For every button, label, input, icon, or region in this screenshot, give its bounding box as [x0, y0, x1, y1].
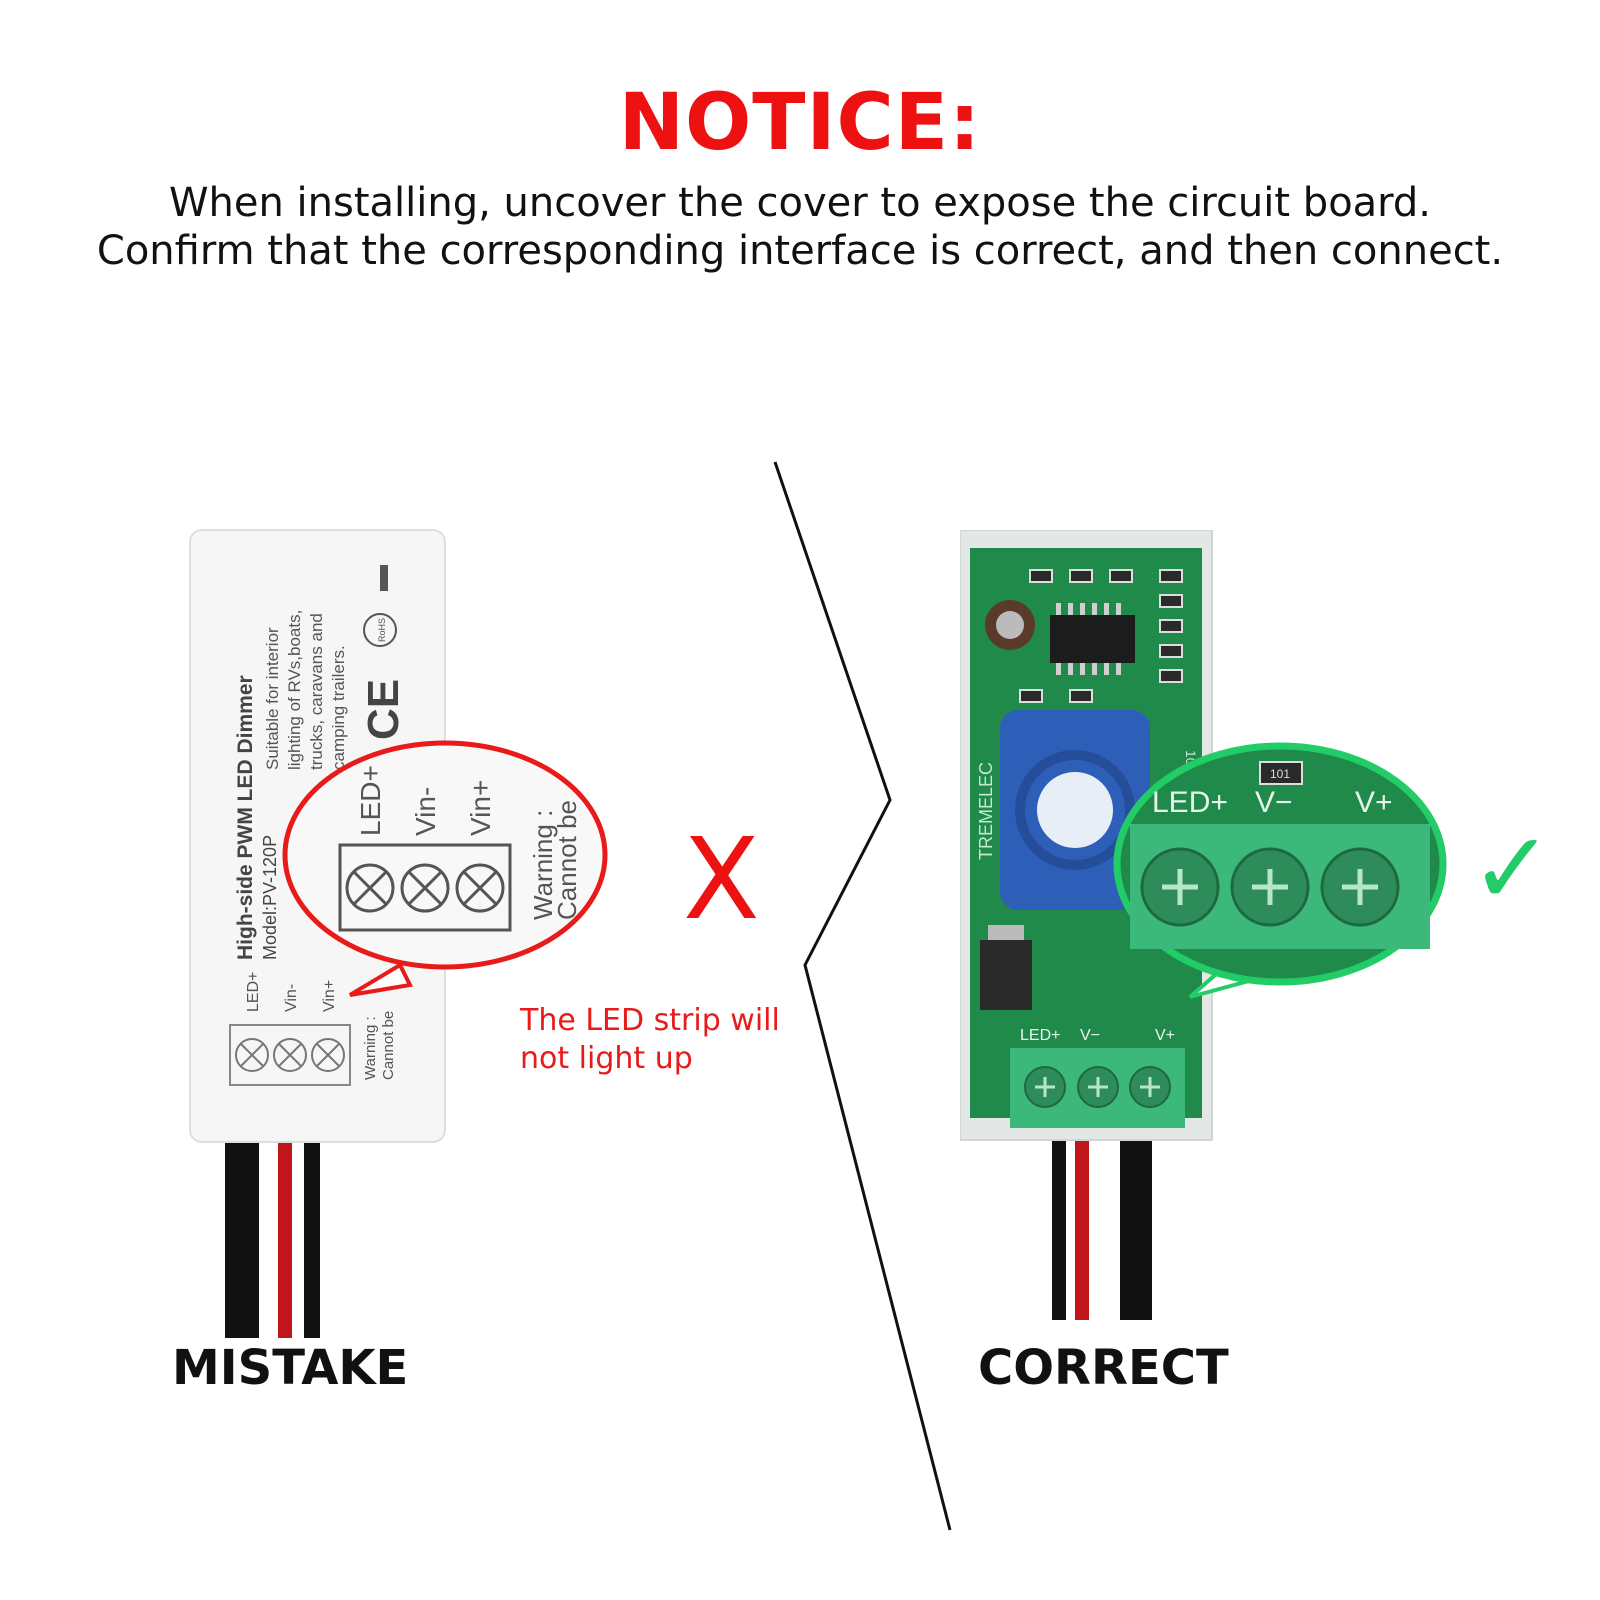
- zoom-terminal-2: Vin-: [410, 787, 441, 836]
- warning-note-line-1: The LED strip will: [520, 1003, 780, 1038]
- dimmer-title: High-side PWM LED Dimmer: [234, 675, 257, 960]
- circuit-board: TREMELEC 1017-V3 LED+ V− V+: [960, 530, 1213, 1320]
- dimmer-desc-2: lighting of RVs,boats,: [285, 610, 304, 770]
- screw-icon: [311, 1038, 345, 1072]
- small-terminal-1: LED+: [245, 972, 262, 1012]
- dimmer-desc-4: camping trailers.: [329, 645, 348, 770]
- wire-red: [278, 1130, 292, 1338]
- x-mark-icon: X: [683, 815, 760, 945]
- small-terminal-2: Vin-: [283, 984, 300, 1012]
- screw-icon: [235, 1038, 269, 1072]
- mosfet: [980, 940, 1032, 1010]
- correct-callout: 101 LED+ V− V+: [1113, 742, 1447, 999]
- small-cannot: Cannot be: [380, 1011, 397, 1080]
- notice-title: NOTICE:: [618, 78, 982, 168]
- zoom-terminal-2: V−: [1255, 786, 1293, 819]
- rohs-mark: RoHS: [377, 618, 387, 642]
- pcb-terminal-3: V+: [1155, 1027, 1175, 1044]
- resistor-code: 101: [1270, 767, 1290, 781]
- zoom-terminal-3: V+: [1355, 786, 1393, 819]
- small-terminal-3: Vin+: [321, 980, 338, 1012]
- smd-resistor: [1259, 761, 1303, 785]
- rohs-icon: [363, 613, 397, 647]
- small-warning: Warning :: [362, 1016, 379, 1080]
- pcb-terminal-2: V−: [1080, 1027, 1100, 1044]
- zoom-terminal-block: [338, 843, 512, 932]
- warning-note-line-2: not light up: [520, 1041, 693, 1076]
- notice-line-2: Confirm that the corresponding interface…: [96, 228, 1504, 274]
- notice-line-1: When installing, uncover the cover to ex…: [168, 180, 1432, 226]
- zoom-terminal-1: LED+: [1152, 786, 1228, 819]
- dimmer-model: Model:PV-120P: [260, 835, 280, 960]
- check-mark-icon: ✓: [1470, 810, 1554, 927]
- zoom-terminal-1: LED+: [355, 765, 386, 836]
- zoom-terminal-3: Vin+: [465, 780, 496, 836]
- callout-tail: [348, 962, 413, 997]
- mistake-callout: LED+ Vin- Vin+ Warning : Cannot be: [282, 740, 608, 997]
- zoom-warning: Warning :: [528, 810, 558, 920]
- screw-icon: [273, 1038, 307, 1072]
- wire-black-2: [304, 1130, 320, 1338]
- dimmer-terminal-block: [229, 1024, 351, 1086]
- correct-caption: CORRECT: [978, 1340, 1229, 1396]
- ic-chip: [1050, 615, 1135, 663]
- dimmer-desc-1: Suitable for interior: [263, 627, 282, 770]
- wire-black-1: [225, 1130, 259, 1338]
- dimmer-desc-3: trucks, caravans and: [307, 613, 326, 770]
- bar-icon: [380, 565, 388, 591]
- pcb-terminal-1: LED+: [1020, 1027, 1060, 1044]
- board-brand: TREMELEC: [976, 762, 996, 860]
- ce-mark: CE: [359, 679, 408, 740]
- mistake-caption: MISTAKE: [172, 1340, 409, 1396]
- zoom-cannot: Cannot be: [552, 800, 582, 920]
